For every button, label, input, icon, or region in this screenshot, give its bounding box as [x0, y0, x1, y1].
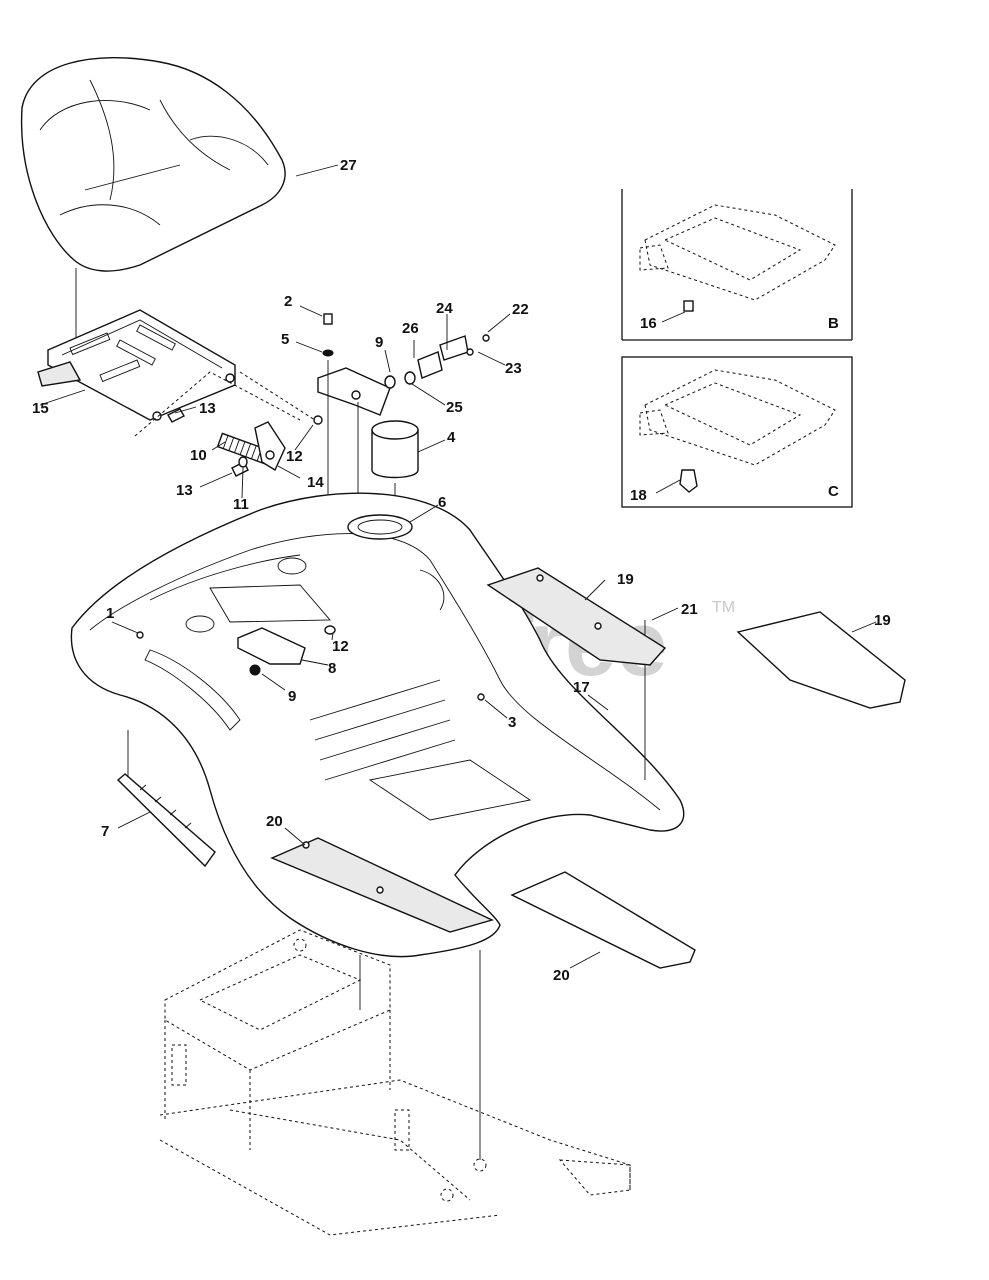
callout-3: 3 [508, 714, 516, 731]
callout-22: 22 [512, 301, 529, 318]
callout-11: 11 [233, 496, 249, 513]
inset-c: 18 C [621, 356, 853, 508]
foot-pad-20-installed [270, 837, 494, 933]
leader-lines [111, 164, 877, 969]
spring-assembly [134, 371, 323, 477]
callout-20-installed: 20 [266, 813, 283, 830]
cup-holder-part [371, 420, 419, 515]
watermark-trademark: TM [712, 599, 735, 616]
callout-9-top: 9 [375, 334, 383, 351]
callout-13-top: 13 [199, 400, 216, 417]
callout-14: 14 [307, 474, 324, 491]
callout-4: 4 [447, 429, 456, 446]
inset-b: 16 B [621, 189, 853, 341]
foot-pad-19-installed [486, 567, 667, 666]
callout-6: 6 [438, 494, 446, 511]
callout-13-bottom: 13 [176, 482, 193, 499]
callout-12-mid: 12 [332, 638, 349, 655]
bracket-8-part [237, 625, 336, 676]
seat-adjust-rod-part [116, 773, 216, 868]
callout-27: 27 [340, 157, 357, 174]
callout-21: 21 [681, 601, 698, 618]
inset-c-part-label: 18 [630, 487, 647, 504]
inset-b-letter: B [828, 315, 839, 332]
callout-15: 15 [32, 400, 49, 417]
callout-8: 8 [328, 660, 336, 677]
foot-pad-20-loose [510, 871, 696, 969]
callout-17: 17 [573, 679, 590, 696]
callout-9-mid: 9 [288, 688, 296, 705]
callout-23: 23 [505, 360, 522, 377]
callout-19-loose: 19 [874, 612, 891, 629]
callout-5: 5 [281, 331, 289, 348]
callout-1: 1 [106, 605, 114, 622]
callout-12-top: 12 [286, 448, 303, 465]
callout-20-loose: 20 [553, 967, 570, 984]
callout-19-installed: 19 [617, 571, 634, 588]
callout-7: 7 [101, 823, 109, 840]
callout-25: 25 [446, 399, 463, 416]
callout-26: 26 [402, 320, 419, 337]
tractor-frame-outline [159, 929, 631, 1236]
seat-part [20, 56, 286, 370]
inset-c-letter: C [828, 483, 839, 500]
foot-pad-19-loose [736, 611, 906, 709]
seat-pan-part [37, 309, 236, 421]
callout-labels: 27 2 5 9 26 24 22 23 25 4 6 15 13 10 12 … [32, 157, 891, 984]
callout-10: 10 [190, 447, 207, 464]
callout-24: 24 [436, 300, 453, 317]
callout-2: 2 [284, 293, 292, 310]
inset-b-part-label: 16 [640, 315, 657, 332]
fender-part [70, 492, 685, 1160]
